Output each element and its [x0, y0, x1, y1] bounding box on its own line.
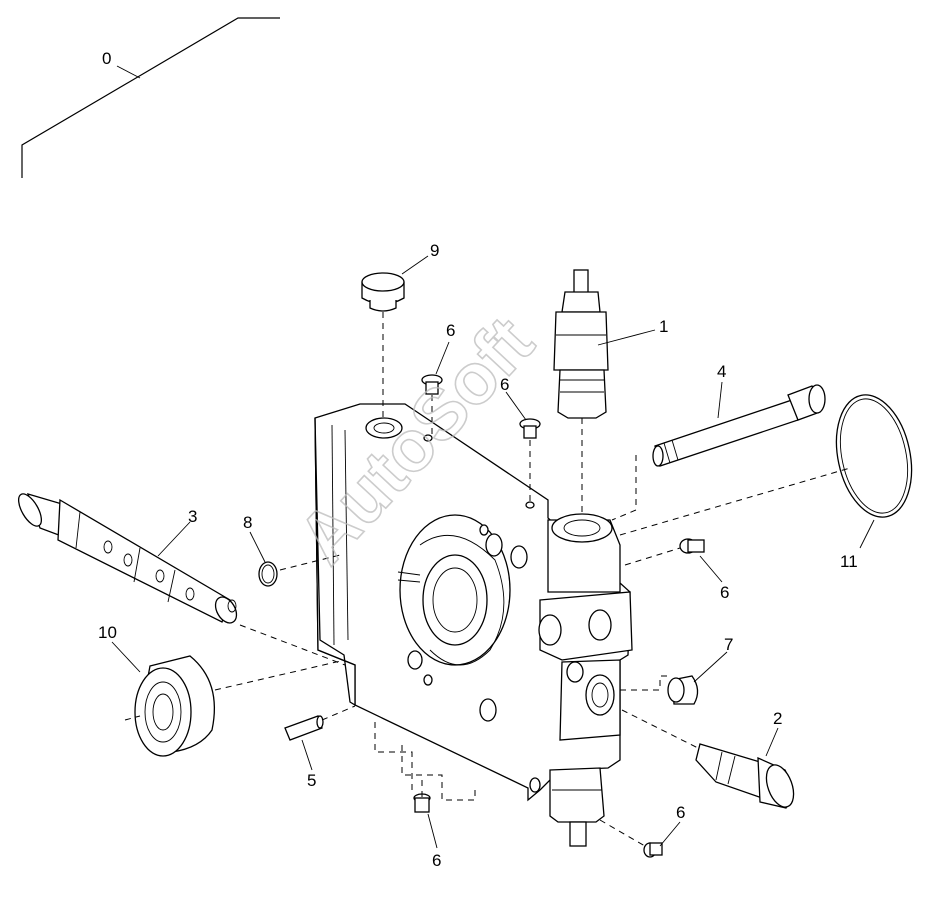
callout-leaders — [111, 255, 875, 849]
callout-8: 8 — [243, 513, 252, 532]
screw-part-6-e — [599, 819, 663, 858]
callout-5: 5 — [307, 771, 316, 790]
callout-11: 11 — [840, 552, 858, 571]
screw-part-6-a — [421, 374, 443, 436]
bearing-part-10 — [124, 655, 346, 757]
callout-6-bottom-right: 6 — [676, 803, 685, 822]
pin-part-5 — [284, 705, 356, 741]
spool-part-3 — [17, 493, 346, 666]
callout-4: 4 — [717, 362, 726, 381]
callout-6-bottom-left: 6 — [432, 851, 441, 870]
bolt-part-4 — [611, 384, 826, 521]
plug-part-9 — [361, 272, 405, 420]
callout-labels: 0 9 1 6 6 4 3 8 11 6 10 7 2 5 6 6 — [98, 49, 858, 870]
oring-part-8 — [258, 554, 341, 587]
callout-9: 9 — [430, 241, 439, 260]
callout-3: 3 — [188, 507, 197, 526]
callout-1: 1 — [659, 317, 668, 336]
callout-6-right: 6 — [720, 583, 729, 602]
oring-part-11 — [619, 394, 913, 536]
callout-10: 10 — [98, 623, 117, 642]
plug-part-7 — [620, 675, 699, 705]
assembly-bracket — [21, 17, 280, 178]
relief-valve-part-1 — [553, 269, 609, 515]
screw-part-6-b — [519, 418, 541, 502]
relief-valve-part-2 — [621, 709, 795, 809]
screw-part-6-d — [413, 780, 431, 813]
callout-0: 0 — [102, 49, 111, 68]
callout-7: 7 — [724, 635, 733, 654]
valve-housing-block — [314, 403, 633, 802]
callout-6-upper-left: 6 — [446, 321, 455, 340]
callout-6-upper-right: 6 — [500, 375, 509, 394]
callout-2: 2 — [773, 709, 782, 728]
screw-part-6-c — [624, 538, 705, 566]
bottom-cartridge — [374, 722, 605, 847]
